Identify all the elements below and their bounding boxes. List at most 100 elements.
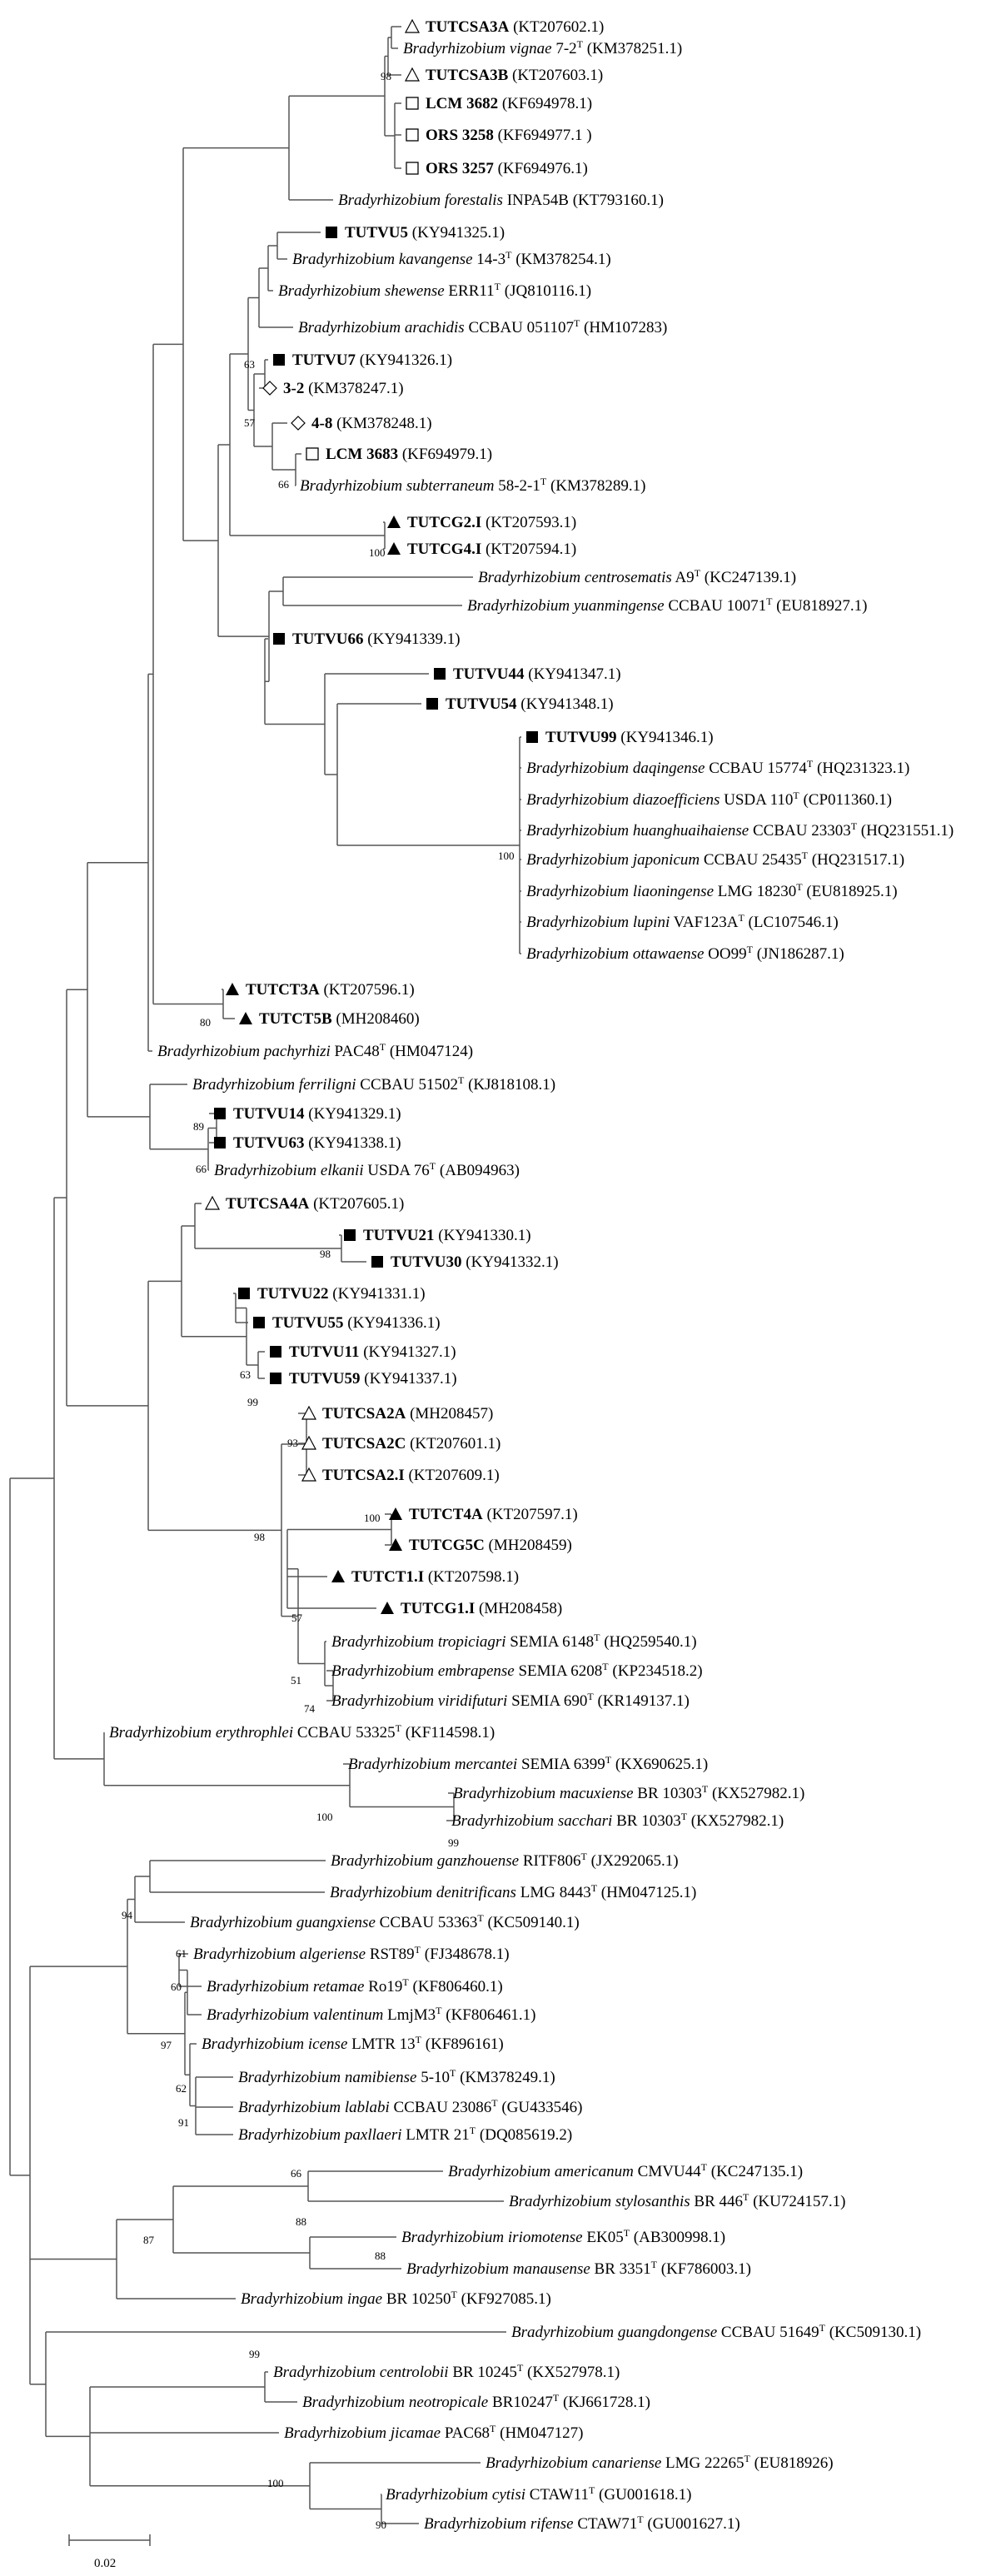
- leaf-name: Bradyrhizobium rifense: [424, 2515, 574, 2533]
- leaf-accession: (KY941327.1): [363, 1343, 456, 1361]
- square-filled-marker-icon: [273, 633, 285, 645]
- leaf-label: TUTVU44 (KY941347.1): [453, 665, 621, 683]
- leaf-label: Bradyrhizobium kavangense 14-3T (KM37825…: [292, 249, 611, 268]
- leaf-label: TUTVU99 (KY941346.1): [545, 729, 714, 746]
- leaf-name: TUTVU5: [345, 224, 408, 242]
- leaf-strain: CCBAU 53363: [376, 1914, 477, 1931]
- leaf-label: Bradyrhizobium guangdongense CCBAU 51649…: [511, 2322, 921, 2341]
- leaf-label: TUTCSA4A (KT207605.1): [226, 1195, 404, 1213]
- leaf-label: TUTCSA3A (KT207602.1): [426, 18, 604, 36]
- leaf-accession: (GU433546): [501, 2099, 582, 2116]
- leaf-accession: (KY941325.1): [412, 224, 505, 242]
- leaf-strain: RITF806: [519, 1852, 580, 1870]
- leaf-label: Bradyrhizobium icense LMTR 13T (KF896161…: [202, 2034, 504, 2053]
- leaf-label: Bradyrhizobium cytisi CTAW11T (GU001618.…: [386, 2484, 691, 2504]
- leaf-strain: CCBAU 51502: [356, 1076, 458, 1094]
- leaf-name: TUTCSA2C: [322, 1435, 406, 1452]
- bootstrap-value: 100: [498, 850, 515, 862]
- leaf-label: Bradyrhizobium subterraneum 58-2-1T (KM3…: [300, 476, 646, 495]
- leaf-label: Bradyrhizobium liaoningense LMG 18230T (…: [526, 881, 898, 900]
- bootstrap-value: 88: [296, 2215, 306, 2228]
- type-strain-mark: T: [458, 1074, 465, 1086]
- leaf-name: TUTCG4.I: [407, 541, 481, 558]
- leaf-label: LCM 3682 (KF694978.1): [426, 95, 592, 112]
- leaf-accession: (KJ818108.1): [468, 1076, 555, 1094]
- leaf-accession: (HQ231551.1): [861, 822, 954, 840]
- leaf-name: Bradyrhizobium stylosanthis: [509, 2193, 690, 2210]
- leaf-accession: (HM047124): [390, 1043, 473, 1060]
- leaf-accession: (HM107283): [584, 319, 667, 336]
- leaf-label: Bradyrhizobium canariense LMG 22265T (EU…: [486, 2453, 834, 2472]
- leaf-strain: 7-2: [552, 40, 577, 57]
- leaf-accession: (KM378251.1): [587, 40, 683, 57]
- leaf-strain: LMG 18230: [714, 883, 796, 900]
- type-strain-mark: T: [851, 820, 858, 832]
- type-strain-mark: T: [589, 2484, 595, 2496]
- bootstrap-value: 66: [278, 478, 290, 491]
- type-strain-mark: T: [624, 2227, 630, 2239]
- leaf-name: TUTVU11: [289, 1343, 359, 1361]
- leaf-accession: (KY941347.1): [528, 665, 620, 683]
- leaf-accession: (KM378254.1): [515, 251, 611, 268]
- leaf-name: Bradyrhizobium yuanmingense: [467, 597, 665, 615]
- leaf-accession: (EU818925.1): [806, 883, 897, 900]
- leaf-name: Bradyrhizobium elkanii: [214, 1162, 364, 1179]
- bootstrap-value: 97: [161, 2039, 172, 2051]
- type-strain-mark: T: [517, 2362, 524, 2374]
- leaf-label: TUTCT4A (KT207597.1): [409, 1506, 578, 1523]
- leaf-name: Bradyrhizobium algeriense: [193, 1946, 366, 1963]
- leaf-label: ORS 3258 (KF694977.1 ): [426, 127, 592, 144]
- leaf-accession: (KT207601.1): [410, 1435, 500, 1452]
- triangle-filled-marker-icon: [331, 1570, 345, 1582]
- triangle-open-marker-icon: [405, 67, 420, 82]
- leaf-label: Bradyrhizobium yuanmingense CCBAU 10071T…: [467, 595, 867, 615]
- leaf-name: TUTCSA4A: [226, 1195, 310, 1213]
- leaf-label: Bradyrhizobium forestalis INPA54B (KT793…: [338, 192, 664, 209]
- leaf-accession: (JQ810116.1): [505, 282, 591, 300]
- leaf-name: Bradyrhizobium vignae: [403, 40, 552, 57]
- leaf-name: Bradyrhizobium canariense: [486, 2454, 661, 2472]
- bootstrap-value: 94: [122, 1909, 133, 1921]
- type-strain-mark: T: [793, 790, 799, 801]
- leaf-accession: (HQ231323.1): [817, 760, 909, 777]
- leaf-name: Bradyrhizobium shewense: [278, 282, 445, 300]
- leaf-strain: SEMIA 690: [507, 1692, 587, 1710]
- leaf-label: TUTCT1.I (KT207598.1): [351, 1568, 519, 1586]
- leaf-accession: (MH208458): [479, 1600, 562, 1617]
- leaf-name: Bradyrhizobium centrolobii: [273, 2364, 449, 2381]
- leaf-accession: (AB300998.1): [634, 2229, 725, 2246]
- leaf-strain: CMVU44: [634, 2163, 701, 2180]
- triangle-open-marker-icon: [405, 18, 420, 33]
- leaf-strain: BR 10245: [449, 2364, 517, 2381]
- type-strain-mark: T: [637, 2514, 644, 2525]
- leaf-strain: PAC68: [441, 2424, 490, 2442]
- leaf-strain: CCBAU 051107: [465, 319, 574, 336]
- bootstrap-value: 100: [369, 546, 386, 559]
- leaf-label: TUTCG5C (MH208459): [409, 1537, 572, 1554]
- leaf-label: Bradyrhizobium ottawaense OO99T (JN18628…: [526, 944, 844, 963]
- leaf-label: TUTVU11 (KY941327.1): [289, 1343, 456, 1361]
- leaf-name: LCM 3682: [426, 95, 498, 112]
- leaf-name: Bradyrhizobium paxllaeri: [238, 2126, 402, 2144]
- leaf-label: Bradyrhizobium huanghuaihaiense CCBAU 23…: [526, 820, 954, 840]
- leaf-accession: (KT207609.1): [408, 1467, 499, 1484]
- bootstrap-value: 66: [196, 1163, 207, 1175]
- leaf-label: 4-8 (KM378248.1): [311, 415, 432, 432]
- leaf-accession: (MH208459): [489, 1537, 572, 1554]
- leaf-label: Bradyrhizobium lablabi CCBAU 23086T (GU4…: [238, 2097, 582, 2116]
- leaf-accession: (KT207593.1): [486, 514, 576, 531]
- leaf-label: Bradyrhizobium ferriligni CCBAU 51502T (…: [192, 1074, 555, 1094]
- leaf-accession: (HQ259540.1): [604, 1633, 696, 1651]
- type-strain-mark: T: [577, 38, 584, 50]
- bootstrap-value: 93: [287, 1437, 298, 1449]
- leaf-name: Bradyrhizobium americanum: [448, 2163, 634, 2180]
- leaf-name: TUTCSA2.I: [322, 1467, 405, 1484]
- leaf-accession: (KT207605.1): [313, 1195, 404, 1213]
- leaf-accession: (HQ231517.1): [812, 851, 904, 869]
- triangle-open-marker-icon: [301, 1467, 316, 1482]
- type-strain-mark: T: [766, 595, 773, 607]
- leaf-accession: (KX527978.1): [527, 2364, 620, 2381]
- square-open-marker-icon: [406, 128, 419, 142]
- square-filled-marker-icon: [426, 698, 438, 710]
- leaf-label: Bradyrhizobium arachidis CCBAU 051107T (…: [298, 317, 667, 336]
